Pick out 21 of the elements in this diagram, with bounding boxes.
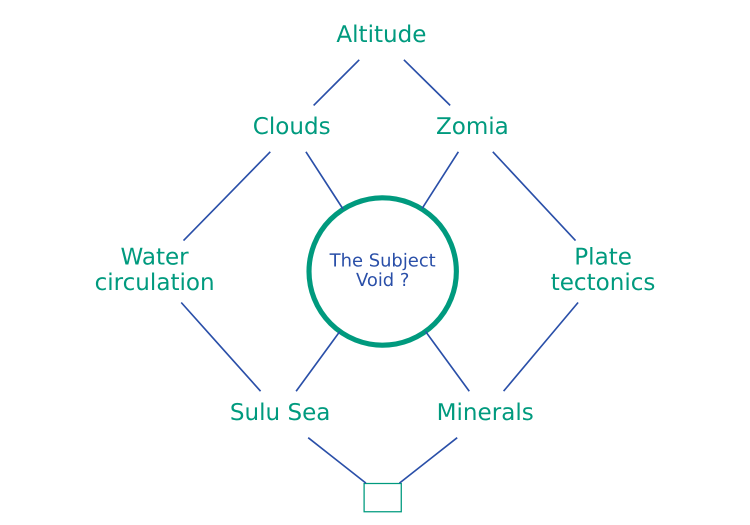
connector — [403, 59, 451, 106]
connector — [308, 437, 366, 484]
connector — [421, 151, 460, 209]
connector — [398, 437, 458, 484]
connector — [182, 151, 271, 242]
node-text: Plate tectonics — [550, 244, 656, 296]
connector — [492, 151, 576, 242]
node-circle: The Subject Void ? — [306, 195, 459, 348]
connector — [295, 330, 340, 392]
connector — [313, 59, 360, 106]
node-text: Sulu Sea — [230, 400, 330, 426]
node-text: Clouds — [252, 114, 331, 140]
node-text: Water circulation — [94, 244, 215, 296]
node-box — [363, 482, 402, 512]
connector — [305, 151, 344, 210]
node-text: Minerals — [436, 400, 534, 426]
node-text: Altitude — [336, 22, 426, 48]
connector — [424, 330, 470, 392]
node-text: Zomia — [436, 114, 509, 140]
connector — [180, 302, 262, 392]
connector — [502, 302, 579, 392]
